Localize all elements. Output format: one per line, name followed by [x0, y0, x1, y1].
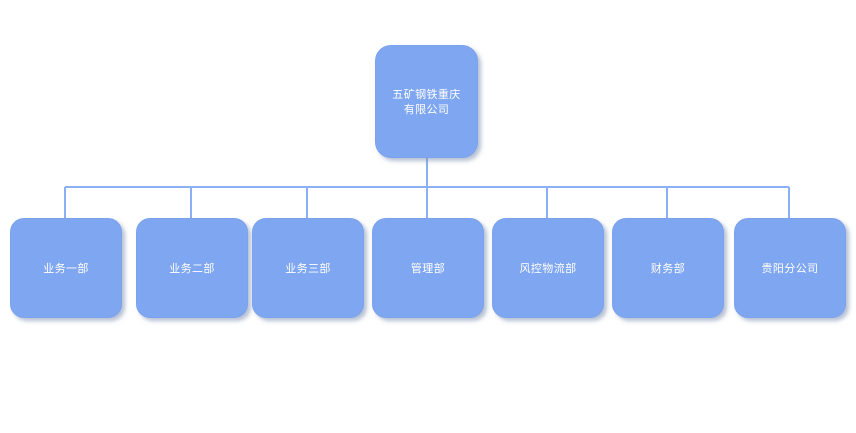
- org-node-child-6-label: 财务部: [650, 261, 686, 275]
- org-node-child-3-label: 业务三部: [285, 261, 331, 275]
- org-node-child-1[interactable]: 业务一部: [10, 218, 122, 318]
- org-node-child-6[interactable]: 财务部: [612, 218, 724, 318]
- org-node-child-1-label: 业务一部: [43, 261, 89, 275]
- org-node-child-2[interactable]: 业务二部: [136, 218, 248, 318]
- org-node-root[interactable]: 五矿钢铁重庆 有限公司: [375, 45, 478, 158]
- org-node-child-5[interactable]: 风控物流部: [492, 218, 604, 318]
- org-node-child-5-label: 风控物流部: [519, 261, 577, 275]
- org-node-root-label: 五矿钢铁重庆 有限公司: [392, 87, 461, 116]
- org-node-child-2-label: 业务二部: [169, 261, 215, 275]
- org-node-child-7[interactable]: 贵阳分公司: [734, 218, 846, 318]
- org-node-child-7-label: 贵阳分公司: [761, 261, 819, 275]
- org-node-child-3[interactable]: 业务三部: [252, 218, 364, 318]
- org-node-child-4[interactable]: 管理部: [372, 218, 484, 318]
- org-node-child-4-label: 管理部: [410, 261, 446, 275]
